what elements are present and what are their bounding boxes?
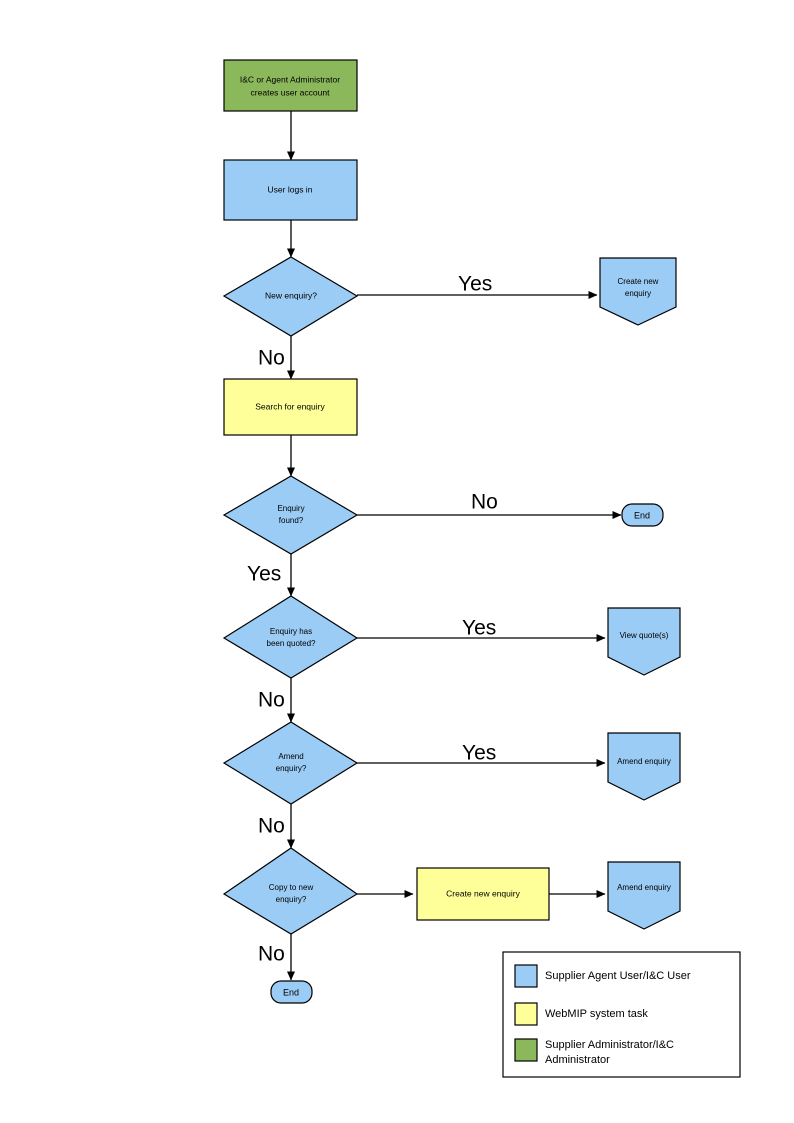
node-shape-decision xyxy=(222,256,359,337)
node-user-logs-in[interactable]: User logs in xyxy=(223,159,358,221)
node-enquiry-found-decision[interactable]: Enquiry found? xyxy=(222,475,359,555)
node-shape-card xyxy=(599,257,677,326)
node-label-line-1: Enquiry xyxy=(277,504,304,513)
legend-label-line-1: Supplier Administrator/I&C xyxy=(545,1039,674,1051)
node-label-line-2: creates user account xyxy=(251,87,331,97)
branch-label-enquiry-quoted-yes: Yes xyxy=(462,617,496,640)
branch-label-new-enquiry-no: No xyxy=(258,347,285,370)
node-label-line-1: Amend enquiry xyxy=(617,883,671,892)
node-view-quotes-card[interactable]: View quote(s) xyxy=(607,607,681,676)
branch-label-amend-enquiry-no: No xyxy=(258,815,285,838)
node-label-line-2: enquiry? xyxy=(276,764,307,773)
node-shape-process xyxy=(223,378,358,436)
node-label-line-2: enquiry? xyxy=(276,895,307,904)
branch-label-amend-enquiry-yes: Yes xyxy=(462,742,496,765)
node-shape-decision xyxy=(222,475,359,555)
node-label-line-1: User logs in xyxy=(268,184,313,194)
node-create-new-enquiry-task[interactable]: Create new enquiry xyxy=(416,867,550,921)
node-admin-creates-account[interactable]: I&C or Agent Administrator creates user … xyxy=(223,59,358,112)
branch-labels: Yes No No Yes Yes No Yes No No xyxy=(247,273,498,966)
legend-swatch-system-task xyxy=(514,1002,538,1026)
branch-label-enquiry-found-no: No xyxy=(471,491,498,514)
node-label-line-1: Amend xyxy=(278,752,303,761)
legend-item-webmip-system-task: WebMIP system task xyxy=(514,1002,648,1026)
node-label-line-2: been quoted? xyxy=(267,639,316,648)
node-label-line-1: I&C or Agent Administrator xyxy=(240,74,340,84)
node-shape-process xyxy=(416,867,550,921)
node-shape-decision xyxy=(222,595,359,679)
node-label-line-1: Search for enquiry xyxy=(255,401,325,411)
branch-label-enquiry-quoted-no: No xyxy=(258,689,285,712)
node-enquiry-quoted-decision[interactable]: Enquiry has been quoted? xyxy=(222,595,359,679)
node-shape-decision xyxy=(222,721,359,805)
legend-swatch-administrator xyxy=(514,1038,538,1062)
node-label-line-2: found? xyxy=(279,516,304,525)
node-shape-process xyxy=(223,59,358,112)
node-shape-process xyxy=(223,159,358,221)
node-new-enquiry-decision[interactable]: New enquiry? xyxy=(222,256,359,337)
legend-item-supplier-agent-user: Supplier Agent User/I&C User xyxy=(514,964,691,988)
node-label-line-1: Create new enquiry xyxy=(446,888,520,898)
node-end-terminator-bottom[interactable]: End xyxy=(270,980,313,1004)
branch-label-enquiry-found-yes: Yes xyxy=(247,563,281,586)
connectors xyxy=(287,111,622,981)
node-amend-enquiry-decision[interactable]: Amend enquiry? xyxy=(222,721,359,805)
node-shape-card xyxy=(607,607,681,676)
node-label-line-1: New enquiry? xyxy=(265,290,317,300)
node-label-line-1: Create new xyxy=(618,277,659,286)
node-search-for-enquiry[interactable]: Search for enquiry xyxy=(223,378,358,436)
node-create-new-enquiry-card[interactable]: Create new enquiry xyxy=(599,257,677,326)
legend-item-supplier-administrator: Supplier Administrator/I&C Administrator xyxy=(514,1038,674,1066)
legend-box xyxy=(502,951,741,1078)
node-shape-decision xyxy=(222,847,359,935)
node-shape-card xyxy=(607,732,681,801)
legend-label-line-2: Administrator xyxy=(545,1054,610,1066)
node-amend-enquiry-card-1[interactable]: Amend enquiry xyxy=(607,732,681,801)
node-label-line-2: enquiry xyxy=(625,289,651,298)
node-end-terminator-top[interactable]: End xyxy=(621,503,664,527)
node-label-line-1: End xyxy=(634,510,650,520)
legend-label-line-1: WebMIP system task xyxy=(545,1008,648,1020)
node-label-line-1: Copy to new xyxy=(269,883,314,892)
legend: Supplier Agent User/I&C User WebMIP syst… xyxy=(502,951,741,1078)
node-label-line-1: Amend enquiry xyxy=(617,757,671,766)
node-amend-enquiry-card-2[interactable]: Amend enquiry xyxy=(607,861,681,930)
node-copy-to-new-enquiry-decision[interactable]: Copy to new enquiry? xyxy=(222,847,359,935)
node-shape-terminator xyxy=(621,503,664,527)
branch-label-copy-to-new-no: No xyxy=(258,943,285,966)
legend-swatch-actor-user xyxy=(514,964,538,988)
node-label-line-1: End xyxy=(283,987,299,997)
branch-label-new-enquiry-yes: Yes xyxy=(458,273,492,296)
node-shape-card xyxy=(607,861,681,930)
node-label-line-1: Enquiry has xyxy=(270,627,312,636)
legend-label-line-1: Supplier Agent User/I&C User xyxy=(545,970,691,982)
node-label-line-1: View quote(s) xyxy=(620,631,669,640)
node-shape-terminator xyxy=(270,980,313,1004)
